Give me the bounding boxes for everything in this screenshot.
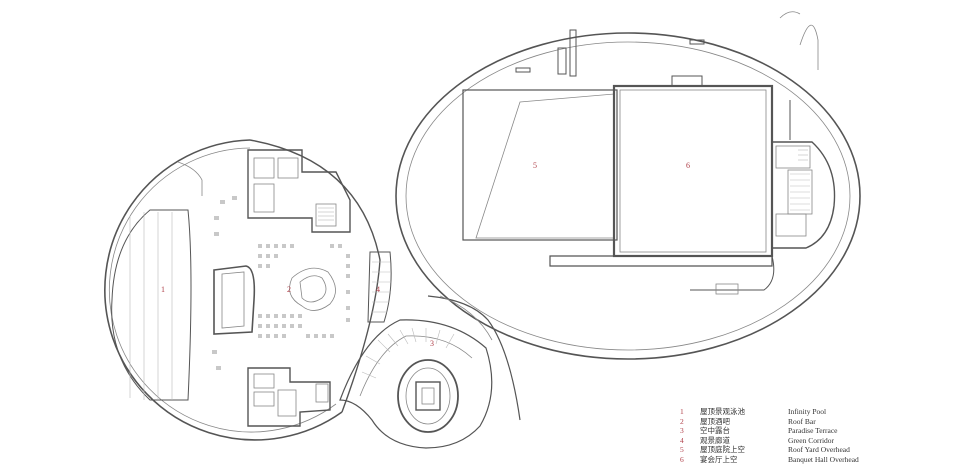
label-paradise-terrace: 3	[430, 339, 434, 348]
legend-cn: 屋顶景观泳池	[700, 407, 745, 416]
label-banquet-hall-overhead: 6	[686, 161, 690, 170]
legend-row: 2 屋顶酒吧 Roof Bar	[680, 417, 888, 427]
legend-num: 5	[680, 445, 684, 455]
paradise-terrace	[339, 319, 493, 449]
legend-num: 2	[680, 416, 684, 426]
legend-cn: 屋顶庭院上空	[700, 445, 745, 455]
legend-row: 6 宴会厅上空 Banquet Hall Overhead	[680, 455, 888, 465]
legend-cn: 宴会厅上空	[700, 454, 738, 464]
legend-en: Infinity Pool	[788, 407, 827, 416]
legend-num: 3	[680, 426, 684, 436]
pool-building	[104, 139, 392, 441]
legend-num: 4	[680, 435, 684, 445]
legend-row: 5 屋顶庭院上空 Roof Yard Overhead	[680, 445, 888, 455]
legend-num: 6	[680, 454, 684, 464]
banquet-building	[395, 11, 861, 360]
label-roof-yard-overhead: 5	[533, 161, 537, 170]
label-roof-bar: 2	[287, 285, 291, 294]
legend-num: 1	[680, 407, 684, 416]
legend-en: Banquet Hall Overhead	[788, 454, 859, 464]
label-green-corridor: 4	[376, 285, 380, 294]
legend-cn: 观景廊道	[700, 435, 730, 445]
legend-row: 4 观景廊道 Green Corridor	[680, 436, 888, 446]
legend-cn: 屋顶酒吧	[700, 416, 730, 426]
label-infinity-pool: 1	[161, 285, 165, 294]
legend-en: Paradise Terrace	[788, 426, 838, 436]
legend-en: Green Corridor	[788, 435, 835, 445]
legend-cn: 空中露台	[700, 426, 730, 436]
legend: 1 屋顶景观泳池 Infinity Pool 2 屋顶酒吧 Roof Bar 3…	[680, 407, 888, 465]
legend-en: Roof Bar	[788, 416, 816, 426]
legend-en: Roof Yard Overhead	[788, 445, 850, 455]
legend-row: 3 空中露台 Paradise Terrace	[680, 426, 888, 436]
legend-row: 1 屋顶景观泳池 Infinity Pool	[680, 407, 888, 417]
